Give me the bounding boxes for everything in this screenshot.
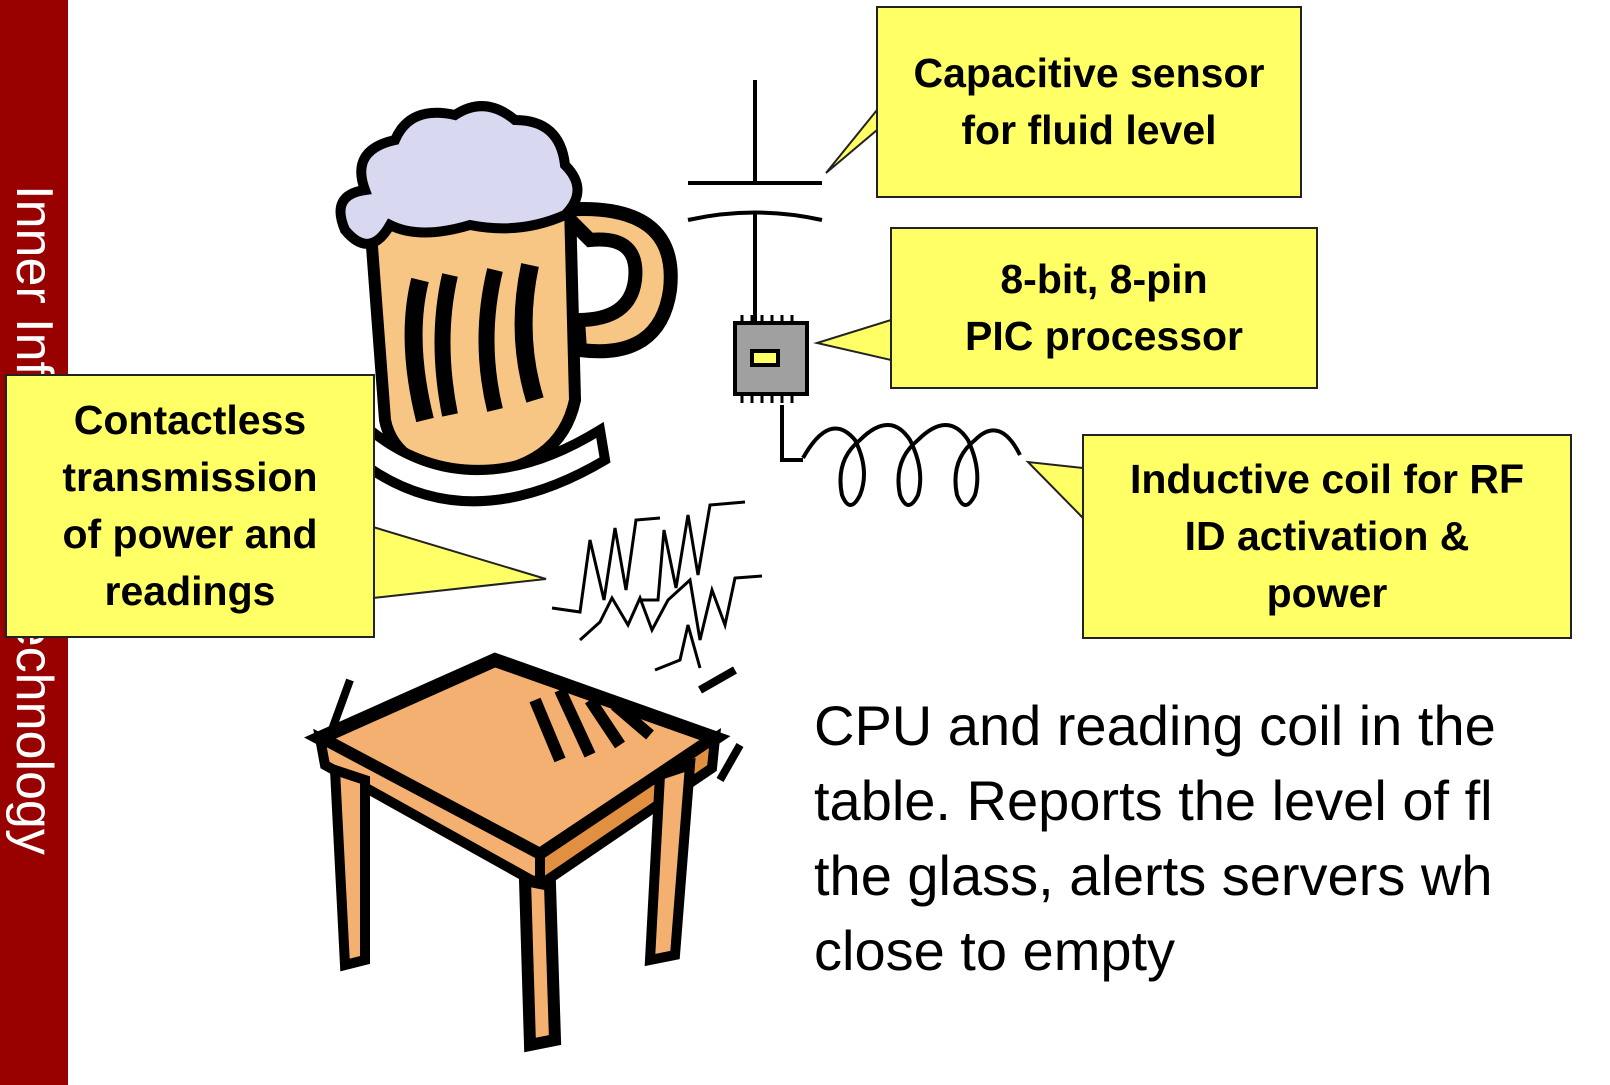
callout-line: 8-bit, 8-pin (1000, 256, 1208, 302)
callout-line: Inductive coil for RF (1129, 456, 1525, 502)
beer-mug-icon (335, 101, 678, 507)
rf-wave-icon (551, 500, 763, 672)
description-line: CPU and reading coil in the (814, 694, 1496, 757)
description-text: CPU and reading coil in the table. Repor… (814, 688, 1594, 988)
description-line: close to empty (814, 919, 1176, 982)
callout-line: of power and (62, 511, 318, 557)
callout-line: PIC processor (965, 313, 1243, 359)
callout-line: for fluid level (961, 107, 1217, 153)
coil-icon (780, 405, 1022, 507)
callout-line: Capacitive sensor (913, 50, 1265, 96)
callout-pic-processor: 8-bit, 8-pin PIC processor (890, 227, 1318, 389)
callout-line: transmission (62, 454, 318, 500)
capacitor-icon (687, 80, 823, 322)
description-line: the glass, alerts servers wh (814, 844, 1493, 907)
callout-pointers (372, 107, 1084, 600)
callout-capacitive-sensor: Capacitive sensor for fluid level (876, 6, 1302, 198)
chip-icon (733, 315, 809, 403)
description-line: table. Reports the level of fl (814, 769, 1493, 832)
callout-line: Contactless (73, 397, 307, 443)
callout-inductive-coil: Inductive coil for RF ID activation & po… (1082, 434, 1572, 639)
callout-line: ID activation & (1184, 513, 1470, 559)
callout-contactless-transmission: Contactless transmission of power and re… (5, 374, 375, 638)
callout-line: readings (104, 568, 276, 614)
callout-line: power (1266, 570, 1388, 616)
table-icon (304, 652, 744, 1053)
